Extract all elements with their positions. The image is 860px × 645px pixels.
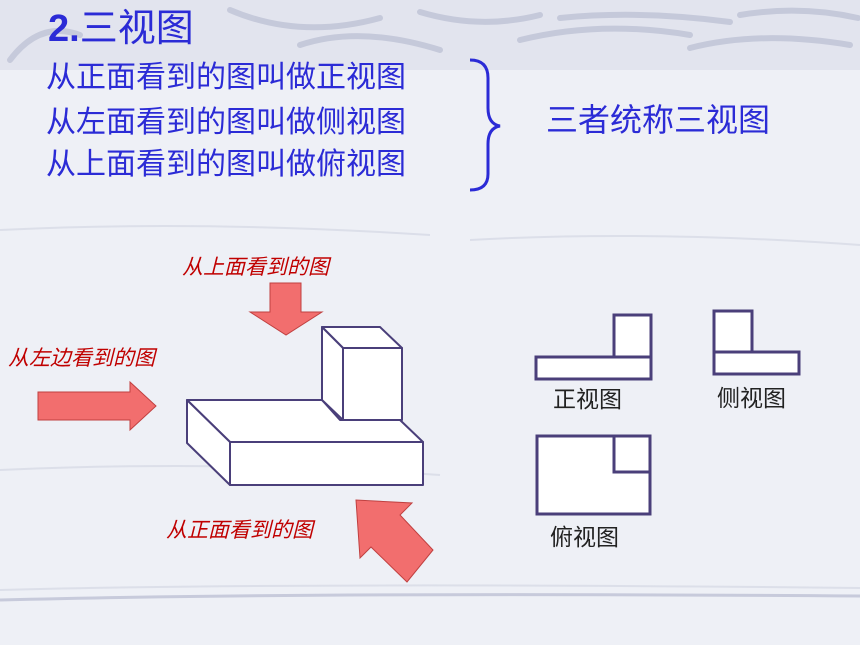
title-number: 2. — [48, 8, 80, 50]
front-arrow-label: 从正面看到的图 — [166, 518, 313, 542]
definition-top-view: 从上面看到的图叫做俯视图 — [46, 147, 406, 182]
top-arrow-label: 从上面看到的图 — [182, 255, 329, 279]
left-view-arrow — [37, 380, 157, 432]
slide-title: 2.三视图 — [48, 6, 194, 51]
cube-front-face — [342, 347, 403, 421]
front-view-arrow — [355, 499, 434, 583]
top-view-drawing — [535, 434, 652, 516]
definition-side-view: 从左面看到的图叫做侧视图 — [46, 105, 406, 140]
base-left-face — [186, 399, 231, 486]
top-view-arrow — [248, 282, 324, 336]
top-view-label: 俯视图 — [550, 525, 619, 551]
isometric-object — [186, 326, 424, 486]
front-view-drawing — [534, 313, 653, 381]
curly-brace — [469, 58, 501, 192]
left-arrow-label: 从左边看到的图 — [8, 346, 155, 370]
base-front-face — [229, 441, 424, 486]
summary-text: 三者统称三视图 — [546, 101, 771, 139]
side-view-label: 侧视图 — [717, 386, 786, 412]
side-view-drawing — [712, 309, 801, 376]
cube-left-face — [321, 326, 344, 421]
front-view-label: 正视图 — [553, 387, 622, 413]
title-text: 三视图 — [79, 6, 194, 50]
definition-front-view: 从正面看到的图叫做正视图 — [46, 60, 406, 95]
